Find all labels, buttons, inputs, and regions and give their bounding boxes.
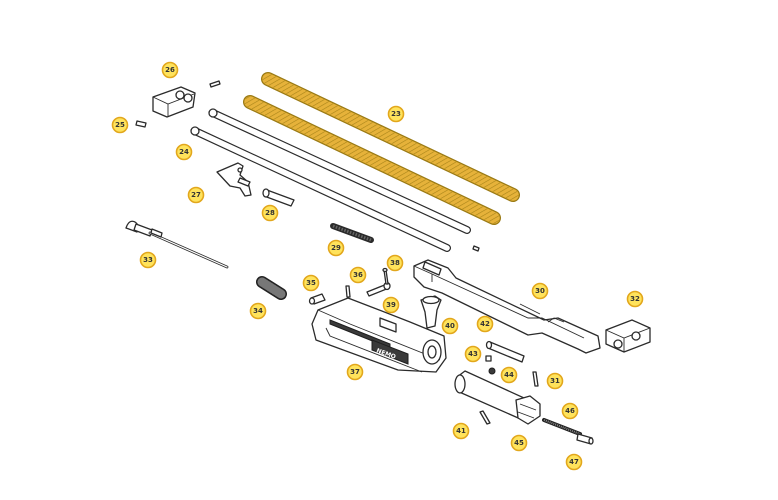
svg-text:28: 28 xyxy=(265,209,275,217)
badge-24: 24 xyxy=(175,143,193,161)
part-46-spring xyxy=(542,418,582,436)
svg-text:41: 41 xyxy=(456,427,466,435)
svg-text:39: 39 xyxy=(386,301,396,309)
part-47-cap xyxy=(576,433,594,445)
part-45-bolt xyxy=(454,370,541,425)
part-30-rail xyxy=(413,259,601,354)
svg-text:46: 46 xyxy=(565,407,575,415)
badge-28: 28 xyxy=(261,204,279,222)
badge-44: 44 xyxy=(500,366,518,384)
svg-text:42: 42 xyxy=(480,320,490,328)
part-43-detent xyxy=(485,355,492,362)
badge-34: 34 xyxy=(249,302,267,320)
svg-text:47: 47 xyxy=(569,458,579,466)
svg-text:40: 40 xyxy=(445,322,455,330)
svg-text:45: 45 xyxy=(514,439,524,447)
badge-31: 31 xyxy=(546,372,564,390)
badge-25: 25 xyxy=(111,116,129,134)
svg-text:23: 23 xyxy=(391,110,401,118)
svg-text:31: 31 xyxy=(550,377,560,385)
badge-37: 37 xyxy=(346,363,364,381)
part-24-guide-rods xyxy=(190,108,480,252)
part-29-spring xyxy=(330,223,374,243)
part-41-pin xyxy=(479,410,491,425)
part-26-pin xyxy=(209,80,221,88)
svg-text:32: 32 xyxy=(630,295,640,303)
badge-23: 23 xyxy=(387,105,405,123)
svg-text:37: 37 xyxy=(350,368,360,376)
badge-29: 29 xyxy=(327,239,345,257)
badge-46: 46 xyxy=(561,402,579,420)
part-34-spring xyxy=(256,276,287,300)
part-44-spring xyxy=(488,367,496,375)
part-39-pin xyxy=(382,267,389,285)
svg-text:44: 44 xyxy=(504,371,514,379)
part-31-pin xyxy=(532,371,539,387)
badge-47: 47 xyxy=(565,453,583,471)
svg-text:35: 35 xyxy=(306,279,316,287)
svg-text:43: 43 xyxy=(468,350,478,358)
part-35-plug xyxy=(308,293,326,305)
badge-27: 27 xyxy=(187,186,205,204)
badge-33: 33 xyxy=(139,251,157,269)
svg-text:29: 29 xyxy=(331,244,341,252)
svg-text:27: 27 xyxy=(191,191,201,199)
badge-45: 45 xyxy=(510,434,528,452)
svg-text:38: 38 xyxy=(390,259,400,267)
part-23-recoil-springs xyxy=(243,72,520,225)
svg-text:36: 36 xyxy=(353,271,363,279)
badge-38: 38 xyxy=(386,254,404,272)
part-28-pin xyxy=(262,188,295,207)
svg-text:34: 34 xyxy=(253,307,263,315)
badge-40: 40 xyxy=(441,317,459,335)
part-37-bolt-carrier: NEMO xyxy=(311,297,447,373)
badge-30: 30 xyxy=(531,282,549,300)
part-26-spring-block xyxy=(152,86,196,118)
badge-39: 39 xyxy=(382,296,400,314)
svg-text:25: 25 xyxy=(115,121,125,129)
part-42-pin xyxy=(485,340,525,363)
badge-42: 42 xyxy=(476,315,494,333)
badge-32: 32 xyxy=(626,290,644,308)
svg-text:30: 30 xyxy=(535,287,545,295)
label-badges: 23 24 25 26 27 28 29 30 31 32 33 34 35 3… xyxy=(111,61,644,471)
part-33-charging-handle xyxy=(125,220,229,269)
badge-35: 35 xyxy=(302,274,320,292)
badge-26: 26 xyxy=(161,61,179,79)
svg-text:26: 26 xyxy=(165,66,175,74)
badge-41: 41 xyxy=(452,422,470,440)
part-32-block xyxy=(605,319,651,353)
badge-43: 43 xyxy=(464,345,482,363)
svg-text:33: 33 xyxy=(143,256,153,264)
part-40-cam-pin xyxy=(420,295,442,329)
part-27-lever xyxy=(216,162,252,197)
part-36-pin xyxy=(345,285,351,298)
part-25-pin xyxy=(135,120,147,128)
badge-36: 36 xyxy=(349,266,367,284)
svg-text:24: 24 xyxy=(179,148,189,156)
